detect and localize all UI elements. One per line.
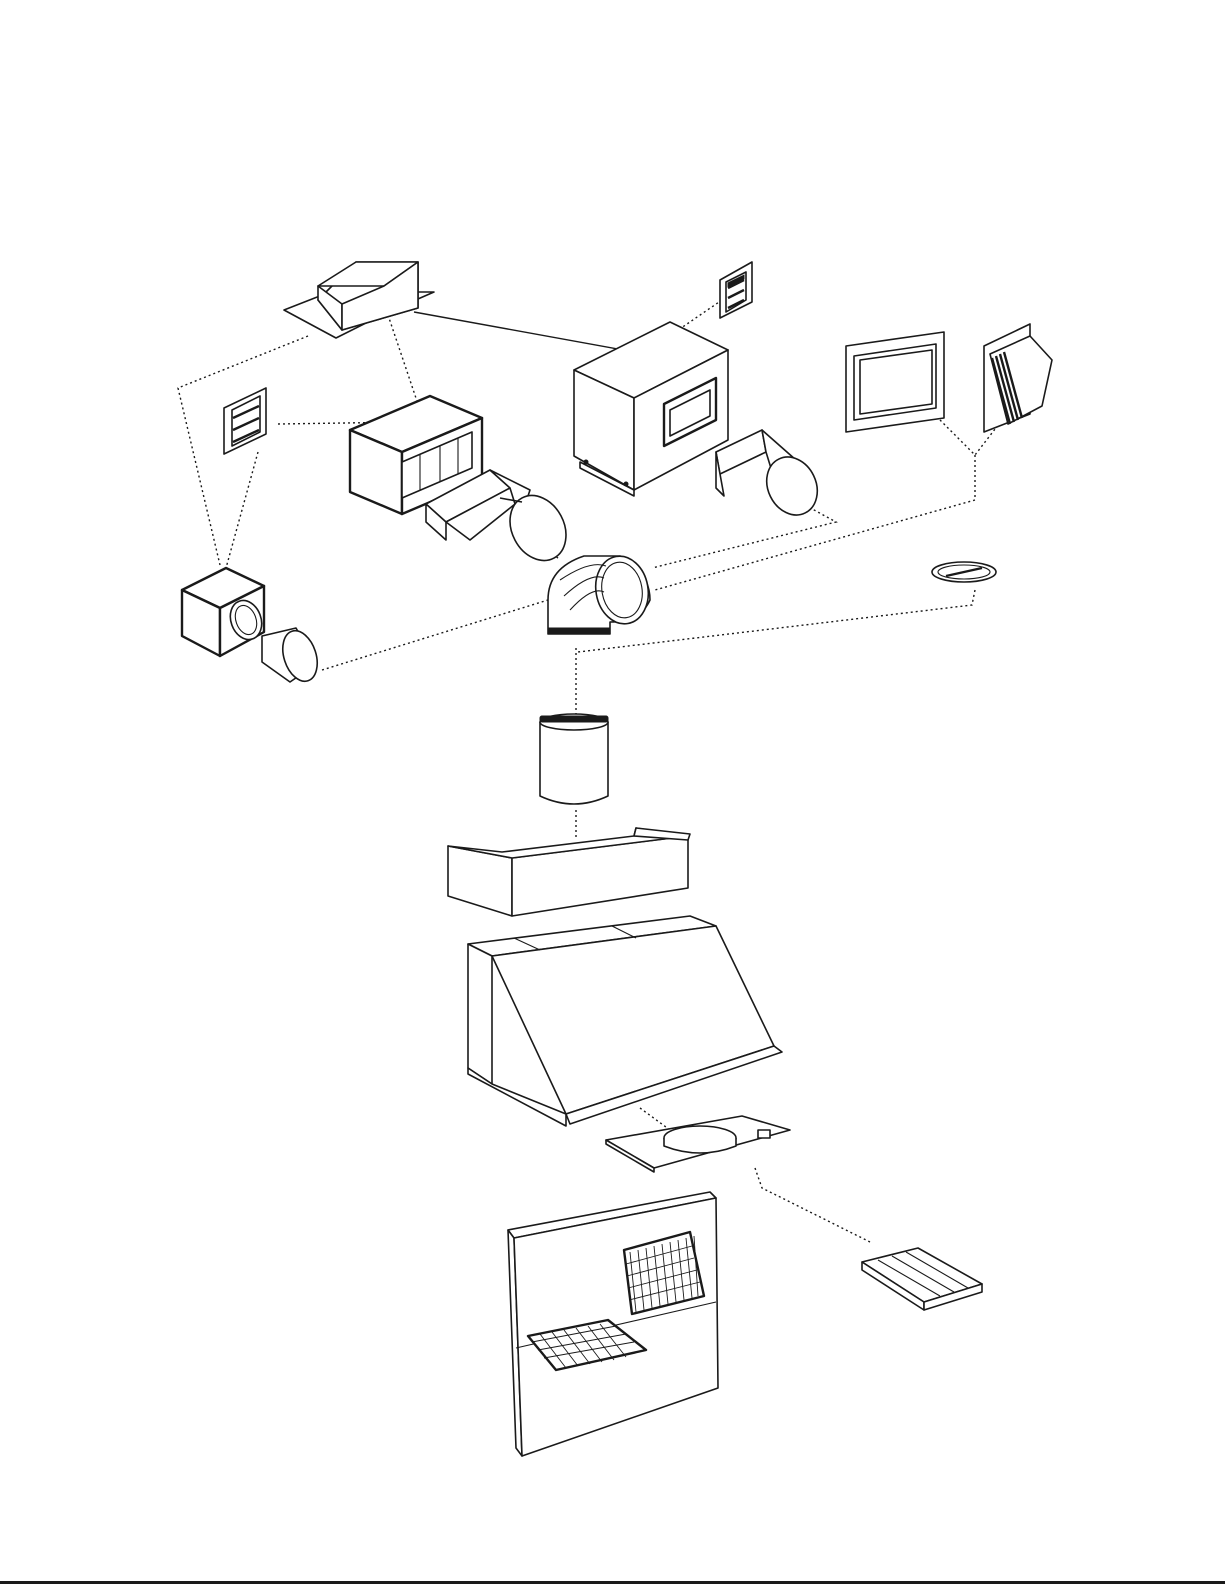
back-splash-shelves bbox=[508, 1192, 718, 1456]
remote-transition bbox=[716, 430, 827, 523]
duct-elbow bbox=[548, 552, 654, 634]
baffle-filter bbox=[862, 1248, 982, 1310]
wall-louver-left bbox=[224, 388, 266, 454]
small-round-collar bbox=[262, 626, 323, 685]
round-damper bbox=[932, 562, 996, 582]
duct-cover bbox=[448, 828, 690, 916]
hood-body bbox=[468, 916, 782, 1126]
wall-cap-angled bbox=[984, 324, 1052, 432]
page-bottom-rule bbox=[0, 1581, 1225, 1584]
remote-blower-box bbox=[574, 322, 728, 496]
hood-bottom-panel bbox=[606, 1116, 790, 1172]
wall-cap-flat bbox=[846, 332, 944, 432]
roof-cap bbox=[284, 262, 434, 338]
wall-louver-upper bbox=[720, 262, 752, 318]
round-duct bbox=[540, 714, 608, 804]
small-blower-cube bbox=[182, 568, 267, 656]
